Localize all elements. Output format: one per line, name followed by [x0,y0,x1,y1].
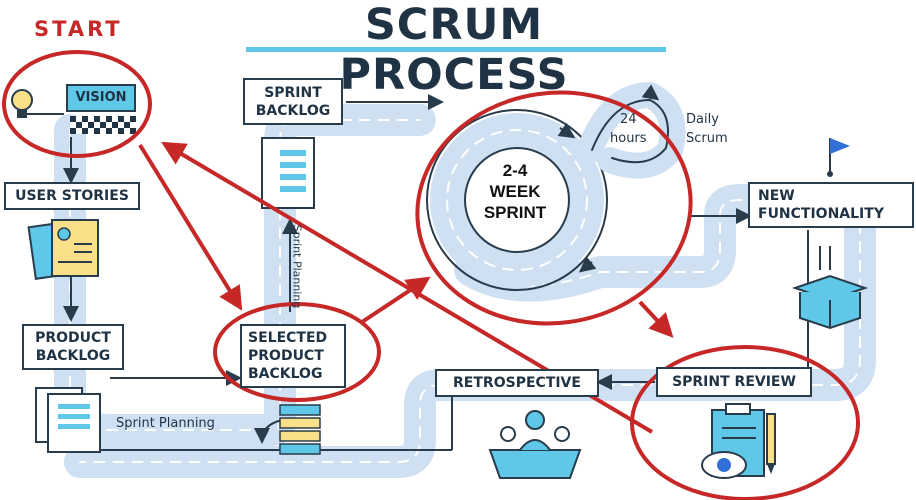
retrospective-box: RETROSPECTIVE [435,369,599,397]
new-functionality-label-1: NEW [758,188,795,204]
sprint-backlog-box: SPRINT BACKLOG [243,78,343,125]
lightbulb-icon [11,89,64,118]
user-stories-label: USER STORIES [15,188,129,204]
sprint-backlog-document-icon [261,137,315,209]
sprint-backlog-label-2: BACKLOG [255,102,331,119]
selected-product-backlog-box: SELECTED PRODUCT BACKLOG [240,324,346,388]
new-functionality-label-2: FUNCTIONALITY [758,206,884,222]
product-backlog-label-2: BACKLOG [35,348,111,364]
checkered-flag-icon [70,116,136,134]
highlight-ellipses [2,50,860,500]
daily-scrum-label-1: Daily [686,112,719,127]
user-stories-box: USER STORIES [4,182,140,210]
sprint-review-box: SPRINT REVIEW [656,367,812,397]
hours-label: 24 hours [610,110,647,148]
new-functionality-box: NEW FUNCTIONALITY [748,182,914,228]
backlog-documents-icon [35,387,101,453]
daily-scrum-label-2: Scrum [686,131,728,146]
sprint-label-1: 2-4 [502,161,528,180]
vision-box: VISION [66,84,136,112]
vision-label: VISION [75,90,127,105]
selected-backlog-label-3: BACKLOG [248,366,323,382]
hours-label-1: 24 [620,112,637,127]
start-label: START [34,17,123,41]
review-clipboard-icon [701,403,776,479]
selected-backlog-stack-icon [279,404,321,455]
retrospective-label: RETROSPECTIVE [453,375,581,391]
title-underline [246,47,666,52]
page-title: SCRUM PROCESS [339,0,569,100]
user-stories-icon [27,219,99,280]
product-backlog-box: PRODUCT BACKLOG [22,324,124,370]
sprint-planning-vertical: Sprint Planning [286,216,308,326]
selected-backlog-label-2: PRODUCT [248,348,324,364]
daily-scrum-label: Daily Scrum [686,110,728,148]
sprint-review-label: SPRINT REVIEW [672,374,796,390]
selected-backlog-label-1: SELECTED [248,330,328,346]
product-backlog-label-1: PRODUCT [35,330,111,346]
sprint-direction-arrows [557,84,660,273]
team-meeting-icon [488,410,582,479]
sprint-planning-vertical-label: Sprint Planning [290,224,304,309]
sprint-label-2: WEEK [489,182,541,201]
open-box-icon [791,246,869,330]
hours-label-2: hours [610,131,647,146]
sprint-backlog-label-1: SPRINT [264,84,322,101]
sprint-planning-label: Sprint Planning [116,416,215,431]
sprint-label: 2-4 WEEK SPRINT [460,160,570,223]
sprint-label-3: SPRINT [483,203,547,222]
goal-flag-icon [827,138,850,177]
